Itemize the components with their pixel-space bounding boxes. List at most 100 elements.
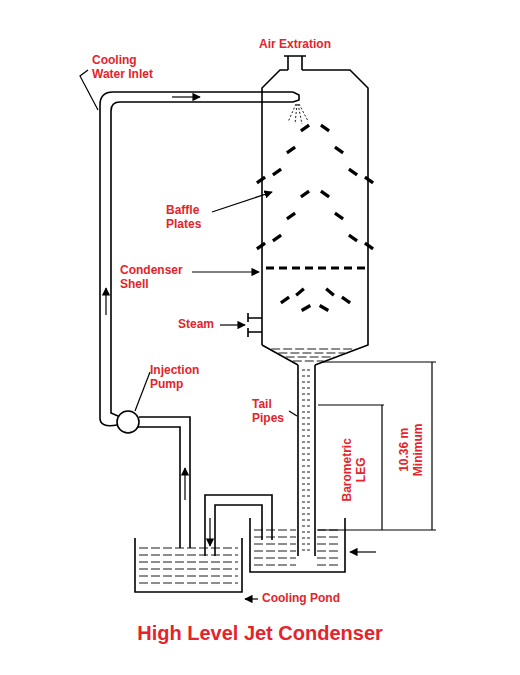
water-column [302,502,311,503]
flow-arrow [184,468,185,500]
dimension-line [318,362,436,530]
water-hatch [317,551,341,552]
part-label: Tail Pipes [252,398,292,426]
baffle-plate [341,296,351,304]
water-column [302,424,311,425]
water-column [302,448,311,449]
water-column [302,376,311,377]
baffle-plate [280,296,290,304]
pump-suction-pipe [138,417,190,548]
baffle-line [266,267,365,270]
baffle-plate [348,234,358,242]
water-column [302,496,311,497]
water-hatch [254,565,296,566]
steam-inlet [248,313,262,337]
part-label: Baffle Plates [166,204,216,232]
air-extraction-pipe [284,56,306,70]
spray-nozzle [293,92,299,102]
cooling-pond [135,538,242,592]
injection-pump [117,411,139,433]
water-hatch [293,361,324,362]
baffle-plate [286,146,296,154]
baffle-plate [300,124,310,132]
flow-arrow [172,96,200,97]
water-hatch [254,551,296,552]
water-column [302,508,311,509]
water-column [302,544,311,545]
baffle-plate [364,242,374,250]
flow-arrow [209,518,210,546]
water-hatch [317,530,341,531]
water-column [302,370,311,371]
water-column [302,472,311,473]
water-hatch [254,530,296,531]
water-hatch [139,583,238,584]
water-hatch [139,576,238,577]
condenser-shell [262,70,368,365]
water-hatch [286,357,335,358]
water-hatch [139,562,238,563]
part-label: Condenser Shell [120,264,198,292]
leader-line [135,372,150,411]
water-hatch [278,353,344,354]
flow-arrow [105,288,106,315]
baffle-plate [301,304,311,312]
water-hatch [254,544,296,545]
water-column [302,538,311,539]
leader-arrow [245,598,258,599]
leader-arrow [212,192,272,212]
baffle-plate [272,168,282,176]
baffle-plate [256,176,266,184]
diagram-title: High Level Jet Condenser [137,622,383,645]
water-column [302,454,311,455]
baffle-plate [334,212,344,220]
leader-arrow [220,324,245,325]
water-hatch [139,555,238,556]
baffle-plate [364,176,374,184]
baffle-plate [300,190,310,198]
water-column [302,550,311,551]
leader-arrow [192,271,259,272]
tail-pipe [298,365,315,556]
water-hatch [317,565,341,566]
water-column [302,418,311,419]
leader-line [289,411,297,416]
water-hatch [317,537,341,538]
water-column [302,388,311,389]
part-label: Cooling Water Inlet [92,54,172,82]
baffle-plate [286,212,296,220]
part-label: Air Extration [259,38,331,52]
water-hatch [254,537,296,538]
water-column [302,514,311,515]
water-hatch [139,548,238,549]
water-column [302,478,311,479]
part-label: Steam [178,318,214,332]
baffle-plate [320,124,330,132]
baffle-plate [348,168,358,176]
water-column [302,526,311,527]
water-column [302,406,311,407]
water-column [302,430,311,431]
dimension-label: 10.36 m Minimum [398,418,426,482]
water-column [302,394,311,395]
baffle-plate [295,288,305,297]
water-column [302,400,311,401]
water-column [302,442,311,443]
water-column [302,460,311,461]
spray-jets [288,104,308,124]
baffle-plate [272,234,282,242]
cooling-water-pipe [100,92,293,426]
texture-group [139,124,374,583]
water-column [302,382,311,383]
water-hatch [254,558,296,559]
water-column [302,412,311,413]
water-hatch [139,569,238,570]
water-hatch [317,544,341,545]
hot-well [250,518,345,572]
water-column [302,490,311,491]
part-label: Injection Pump [150,364,220,392]
baffle-plate [320,190,330,198]
water-column [302,484,311,485]
